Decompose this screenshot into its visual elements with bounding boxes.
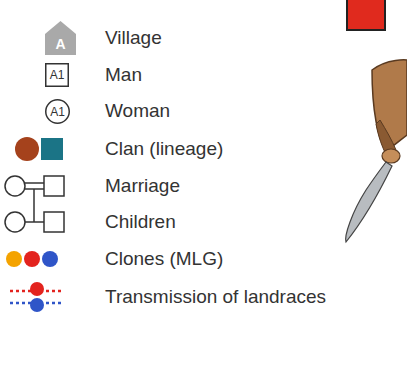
- clone-dots: [6, 251, 58, 267]
- symbol-letter: A1: [50, 69, 65, 81]
- man-symbol: A1: [45, 63, 69, 87]
- woman-symbol: A1: [45, 99, 70, 124]
- legend-label: Village: [105, 26, 162, 50]
- legend-label: Transmission of landraces: [105, 285, 326, 309]
- legend-label: Woman: [105, 99, 170, 123]
- legend-label: Clones (MLG): [105, 247, 223, 271]
- symbol-letter: A: [55, 37, 65, 51]
- legend-label: Marriage: [105, 174, 180, 198]
- legend-label: Man: [105, 63, 142, 87]
- clan-square: [41, 138, 63, 160]
- transmission-symbol: [10, 282, 64, 312]
- farmer-figure: [346, 60, 407, 242]
- symbol-letter: A1: [50, 106, 65, 118]
- children-symbol: [5, 189, 64, 232]
- clan-circle: [15, 137, 39, 161]
- legend-label: Children: [105, 210, 176, 234]
- village-symbol: A: [45, 21, 76, 55]
- legend-label: Clan (lineage): [105, 137, 223, 161]
- red-square: [347, 0, 385, 30]
